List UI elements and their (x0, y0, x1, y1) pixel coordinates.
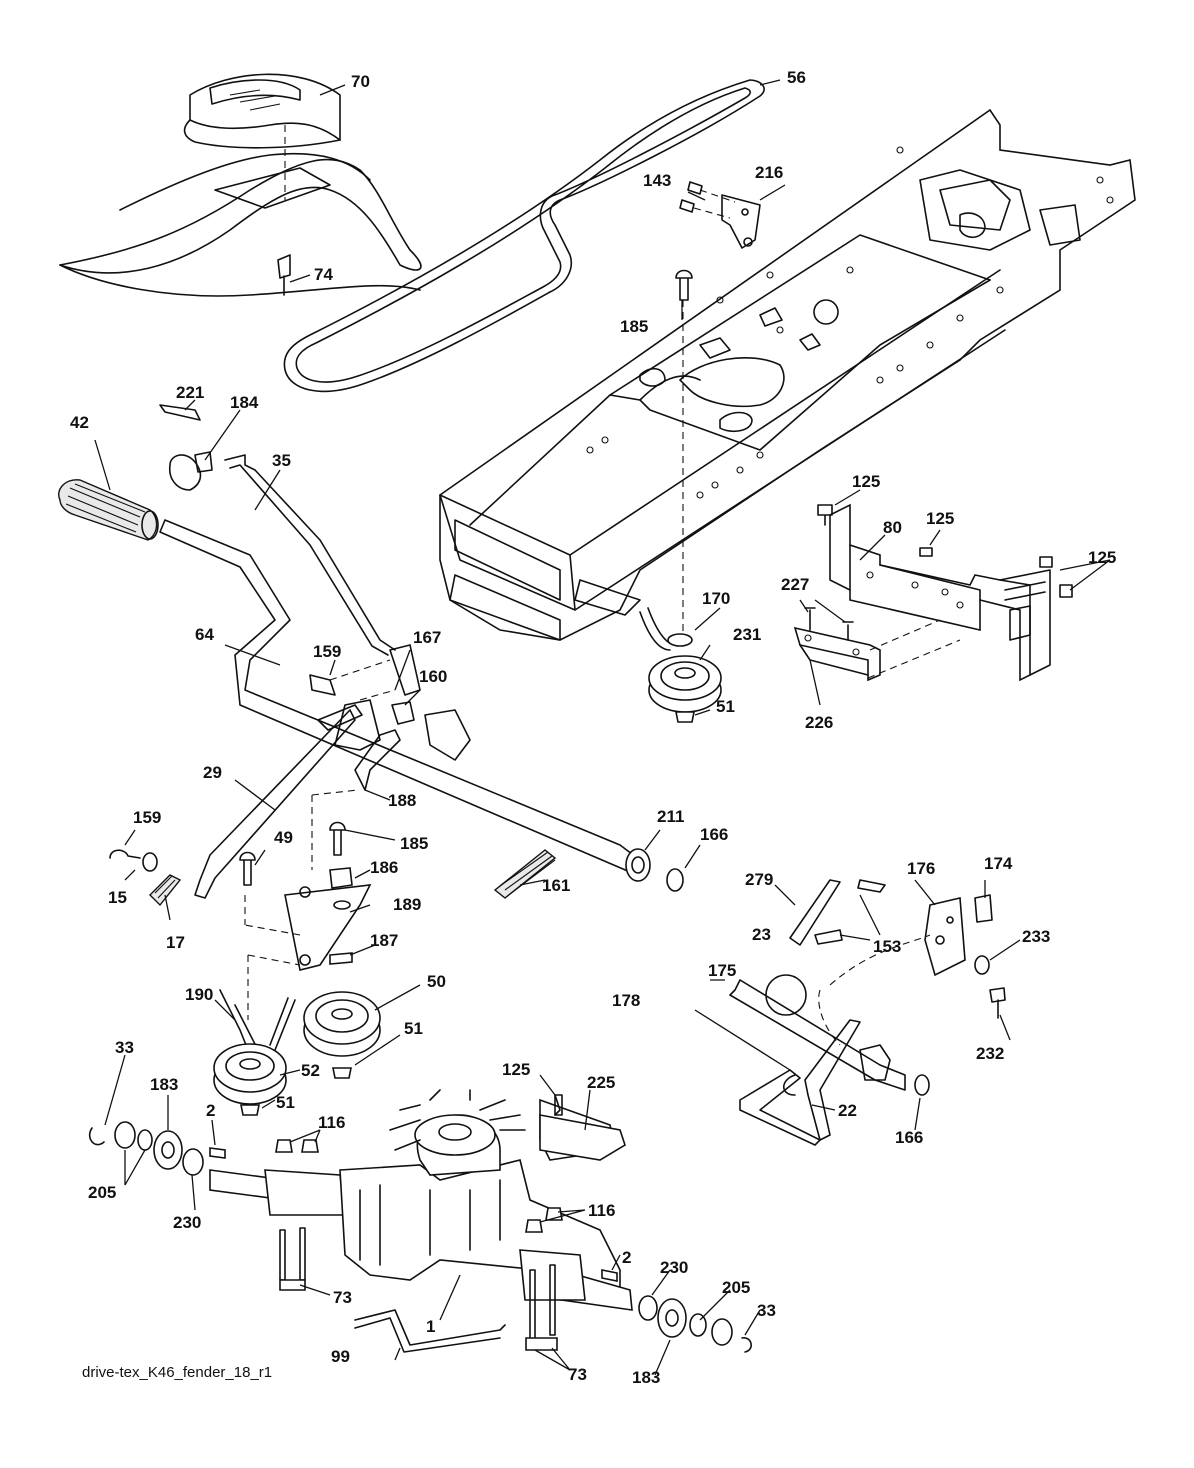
callout-73-b: 73 (568, 1365, 587, 1384)
callout-232: 232 (976, 1044, 1004, 1063)
bracket-80 (817, 503, 1073, 682)
callout-125-b: 125 (926, 509, 954, 528)
callout-49: 49 (274, 828, 293, 847)
callout-174: 174 (984, 854, 1013, 873)
callout-160: 160 (419, 667, 447, 686)
tractor-frame (439, 108, 1136, 641)
callout-159-a: 159 (313, 642, 341, 661)
callout-175: 175 (708, 961, 736, 980)
callout-233: 233 (1022, 927, 1050, 946)
callout-221: 221 (176, 383, 204, 402)
fender-assembly (59, 73, 422, 297)
callout-189: 189 (393, 895, 421, 914)
callout-166-a: 166 (700, 825, 728, 844)
shaft-end-washers (625, 848, 684, 892)
frame-hardware (675, 181, 761, 301)
callout-51-a: 51 (716, 697, 735, 716)
drive-belt (283, 79, 765, 393)
callout-205-a: 205 (88, 1183, 116, 1202)
callout-178: 178 (612, 991, 640, 1010)
rod-99 (354, 1309, 506, 1353)
plate-189-group (239, 789, 372, 1020)
callout-33-b: 33 (757, 1301, 776, 1320)
idler-pulley-231 (639, 607, 722, 723)
transaxle (209, 1089, 633, 1351)
callout-29: 29 (203, 763, 222, 782)
callout-17: 17 (166, 933, 185, 952)
callout-52: 52 (301, 1061, 320, 1080)
callout-187: 187 (370, 931, 398, 950)
callout-labels: 70 56 143 216 74 185 221 184 42 35 125 8… (70, 68, 1116, 1387)
callout-183-a: 183 (150, 1075, 178, 1094)
callout-80: 80 (883, 518, 902, 537)
callout-51-b: 51 (404, 1019, 423, 1038)
callout-2-b: 2 (622, 1248, 631, 1267)
callout-35: 35 (272, 451, 291, 470)
callout-116-a: 116 (318, 1113, 345, 1132)
callout-56: 56 (787, 68, 806, 87)
callout-50: 50 (427, 972, 446, 991)
callout-51-c: 51 (276, 1093, 295, 1112)
callout-73-a: 73 (333, 1288, 352, 1307)
callout-64: 64 (195, 625, 214, 644)
callout-185-mid: 185 (400, 834, 428, 853)
rod-29-group (109, 709, 356, 907)
callout-74: 74 (314, 265, 333, 284)
callout-42: 42 (70, 413, 89, 432)
callout-153: 153 (873, 937, 901, 956)
callout-125-a: 125 (852, 472, 880, 491)
callout-99: 99 (331, 1347, 350, 1366)
callout-23: 23 (752, 925, 771, 944)
pedal-linkage (58, 404, 641, 873)
callout-22: 22 (838, 1101, 857, 1120)
callout-185-top: 185 (620, 317, 648, 336)
callout-70: 70 (351, 72, 370, 91)
callout-125-c: 125 (1088, 548, 1116, 567)
callout-216: 216 (755, 163, 783, 182)
callout-116-b: 116 (588, 1201, 615, 1220)
callout-33-a: 33 (115, 1038, 134, 1057)
callout-125-d: 125 (502, 1060, 530, 1079)
callout-1: 1 (426, 1317, 435, 1336)
callout-227: 227 (781, 575, 809, 594)
callout-183-b: 183 (632, 1368, 660, 1387)
callout-2-a: 2 (206, 1101, 215, 1120)
pulley-50 (303, 991, 381, 1079)
callout-143: 143 (643, 171, 671, 190)
right-linkage (729, 879, 1006, 1146)
callout-186: 186 (370, 858, 398, 877)
callout-184: 184 (230, 393, 259, 412)
spring-161 (493, 849, 557, 899)
callout-188: 188 (388, 791, 416, 810)
callout-190: 190 (185, 985, 213, 1004)
drawing-id-label: drive-tex_K46_fender_18_r1 (82, 1364, 272, 1381)
callout-226: 226 (805, 713, 833, 732)
frame-holes (586, 146, 1114, 499)
leader-lines (94, 79, 1111, 1376)
callout-161: 161 (542, 876, 570, 895)
callout-15: 15 (108, 888, 127, 907)
callout-230-b: 230 (660, 1258, 688, 1277)
callout-211: 211 (657, 807, 684, 826)
callout-231: 231 (733, 625, 761, 644)
callout-230-a: 230 (173, 1213, 201, 1232)
axle-hardware-right (601, 1269, 752, 1353)
callout-205-b: 205 (722, 1278, 750, 1297)
callout-167: 167 (413, 628, 441, 647)
shield-225 (539, 1094, 626, 1161)
callout-279: 279 (745, 870, 773, 889)
callout-170: 170 (702, 589, 730, 608)
callout-176: 176 (907, 859, 935, 878)
axle-hardware-left (88, 1121, 226, 1176)
pulley-52 (213, 989, 296, 1116)
callout-166-b: 166 (895, 1128, 923, 1147)
callout-225: 225 (587, 1073, 615, 1092)
callout-159-b: 159 (133, 808, 161, 827)
